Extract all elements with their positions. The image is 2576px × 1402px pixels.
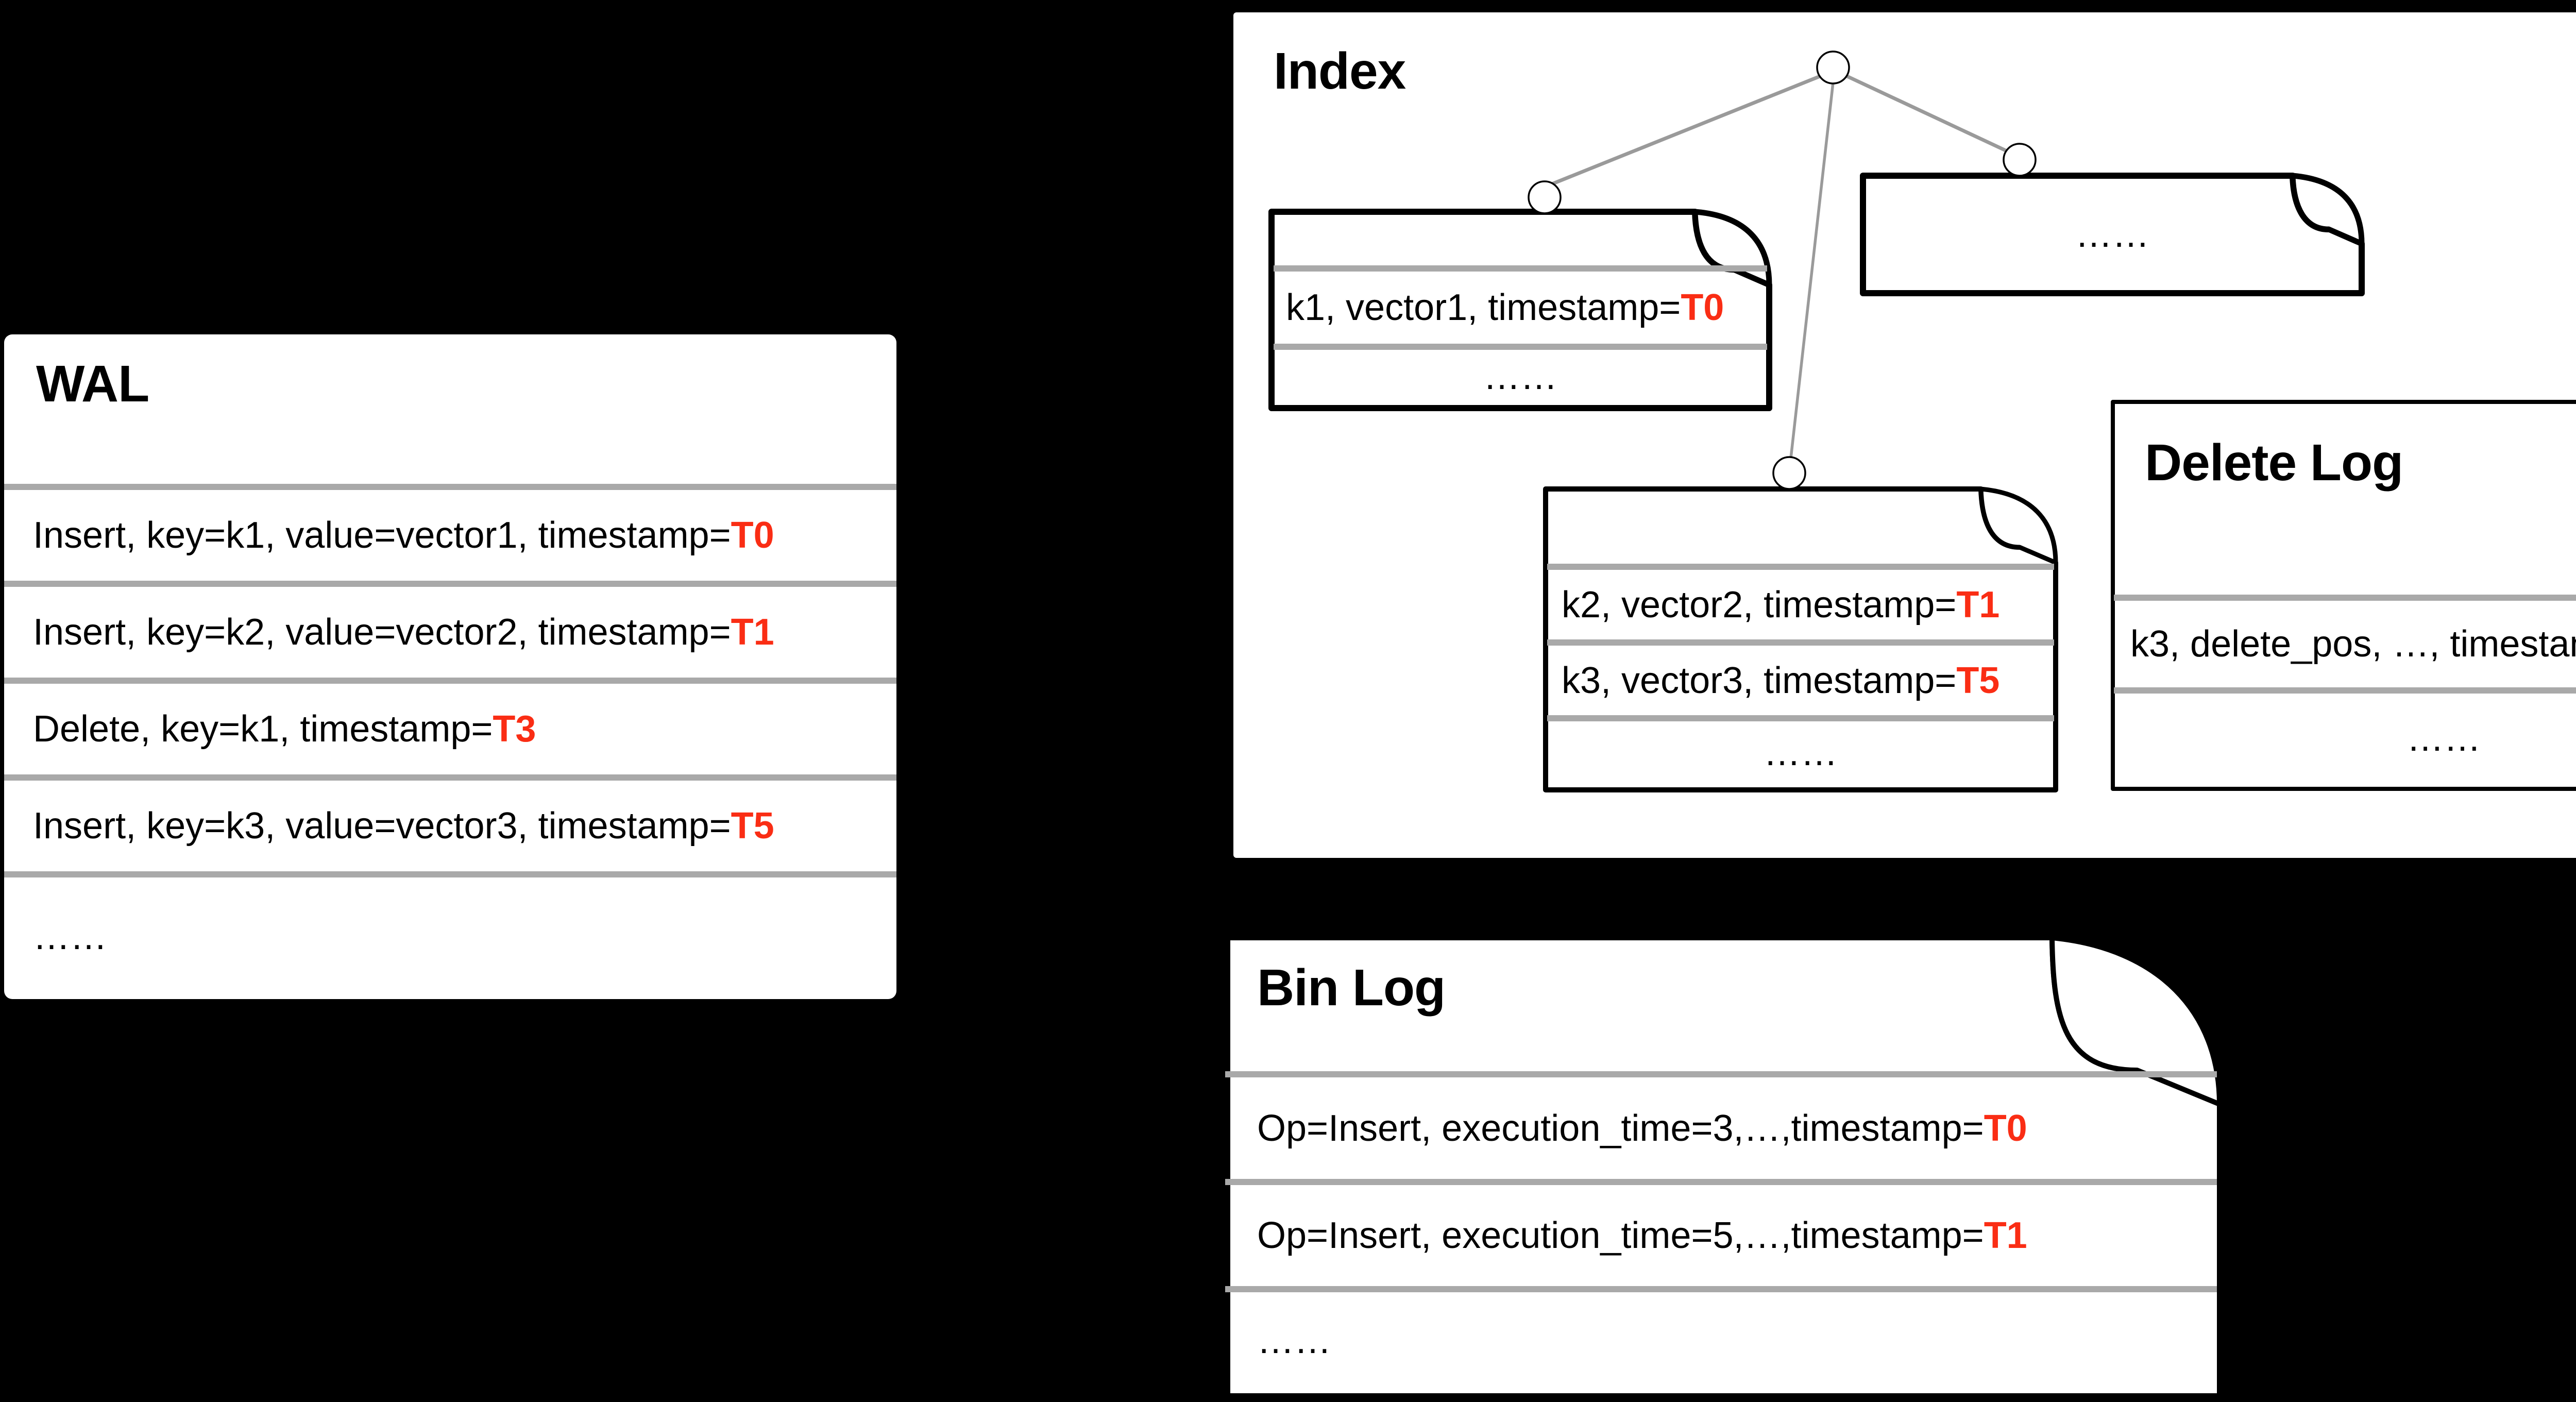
index-title: Index bbox=[1274, 42, 1406, 100]
timestamp-value: T0 bbox=[1681, 287, 1724, 328]
doc-divider bbox=[2114, 595, 2576, 601]
doc-divider bbox=[1225, 1071, 2217, 1077]
wal-divider bbox=[4, 678, 896, 684]
wal-row: Delete, key=k1, timestamp=T3 bbox=[33, 681, 536, 778]
delete-log-more-row: …… bbox=[2111, 690, 2576, 786]
timestamp-value: T0 bbox=[1984, 1107, 2027, 1149]
ellipsis-text: …… bbox=[1483, 356, 1557, 397]
index-other-more-row: …… bbox=[1860, 172, 2365, 297]
wal-row: Insert, key=k3, value=vector3, timestamp… bbox=[33, 778, 774, 874]
ellipsis-text: …… bbox=[2075, 214, 2149, 255]
bin-log-text: Op=Insert, execution_time=3,…,timestamp= bbox=[1257, 1107, 1984, 1149]
timestamp-value: T1 bbox=[1956, 584, 2000, 626]
doc-divider bbox=[2114, 687, 2576, 694]
timestamp-value: T3 bbox=[493, 708, 536, 750]
document-shape bbox=[1225, 935, 2222, 1398]
document-shape bbox=[1860, 173, 2365, 296]
doc-divider bbox=[1274, 265, 1767, 272]
wal-divider bbox=[4, 774, 896, 781]
bin-log-title: Bin Log bbox=[1257, 959, 1446, 1017]
delete-log-document: Delete Log k3, delete_pos, …, timestamp=… bbox=[2111, 399, 2576, 791]
delete-log-title: Delete Log bbox=[2145, 434, 2403, 492]
wal-row-text: Insert, key=k1, value=vector1, timestamp… bbox=[33, 515, 731, 556]
index-segment-other-document: …… bbox=[1860, 172, 2365, 297]
doc-divider bbox=[1547, 639, 2054, 646]
wal-row: Insert, key=k2, value=vector2, timestamp… bbox=[33, 584, 774, 681]
doc-divider bbox=[1225, 1179, 2217, 1185]
index-k1-more-row: …… bbox=[1268, 347, 1772, 406]
timestamp-value: T1 bbox=[1984, 1215, 2027, 1256]
doc-divider bbox=[1547, 564, 2054, 570]
index-k2-text: k2, vector2, timestamp= bbox=[1562, 584, 1957, 626]
timestamp-value: T1 bbox=[731, 612, 774, 653]
index-k1-row: k1, vector1, timestamp=T0 bbox=[1286, 268, 1724, 347]
wal-row-text: Insert, key=k2, value=vector2, timestamp… bbox=[33, 612, 731, 653]
timestamp-value: T5 bbox=[731, 805, 774, 847]
delete-log-row: k3, delete_pos, …, timestamp=T3 bbox=[2130, 598, 2576, 690]
bin-log-row: Op=Insert, execution_time=3,…,timestamp=… bbox=[1257, 1074, 2027, 1182]
index-k2k3-more-row: …… bbox=[1543, 718, 2058, 787]
wal-panel: WAL Insert, key=k1, value=vector1, times… bbox=[4, 334, 896, 999]
index-k3-row: k3, vector3, timestamp=T5 bbox=[1562, 643, 1999, 718]
delete-log-text: k3, delete_pos, …, timestamp= bbox=[2130, 623, 2576, 665]
wal-row-text: Delete, key=k1, timestamp= bbox=[33, 708, 493, 750]
doc-divider bbox=[1547, 715, 2054, 721]
index-k3-text: k3, vector3, timestamp= bbox=[1562, 660, 1957, 701]
wal-more-row: …… bbox=[33, 874, 107, 999]
ellipsis-text: …… bbox=[1257, 1320, 1331, 1361]
index-segment-k2k3-document: k2, vector2, timestamp=T1 k3, vector3, t… bbox=[1543, 485, 2058, 792]
bin-log-more-row: …… bbox=[1257, 1289, 1331, 1392]
wal-divider bbox=[4, 581, 896, 587]
doc-divider bbox=[1225, 1286, 2217, 1292]
timestamp-value: T5 bbox=[1956, 660, 2000, 701]
index-k2-row: k2, vector2, timestamp=T1 bbox=[1562, 567, 1999, 643]
wal-divider bbox=[4, 484, 896, 490]
ellipsis-text: …… bbox=[1764, 732, 1838, 773]
wal-divider bbox=[4, 871, 896, 877]
bin-log-row: Op=Insert, execution_time=5,…,timestamp=… bbox=[1257, 1182, 2027, 1289]
timestamp-value: T0 bbox=[731, 515, 774, 556]
index-k1-text: k1, vector1, timestamp= bbox=[1286, 287, 1681, 328]
page-curl-icon bbox=[2049, 935, 2222, 1107]
wal-title: WAL bbox=[36, 355, 149, 413]
index-segment-k1-document: k1, vector1, timestamp=T0 …… bbox=[1268, 208, 1772, 412]
page-curl-icon bbox=[1978, 486, 2058, 565]
wal-row: Insert, key=k1, value=vector1, timestamp… bbox=[33, 487, 774, 584]
page-curl-icon bbox=[2290, 173, 2365, 247]
bin-log-document: Bin Log Op=Insert, execution_time=3,…,ti… bbox=[1225, 934, 2222, 1398]
wal-row-text: Insert, key=k3, value=vector3, timestamp… bbox=[33, 805, 731, 847]
doc-divider bbox=[1274, 344, 1767, 350]
bin-log-text: Op=Insert, execution_time=5,…,timestamp= bbox=[1257, 1215, 1984, 1256]
ellipsis-text: …… bbox=[2406, 717, 2481, 759]
ellipsis-text: …… bbox=[33, 916, 107, 957]
